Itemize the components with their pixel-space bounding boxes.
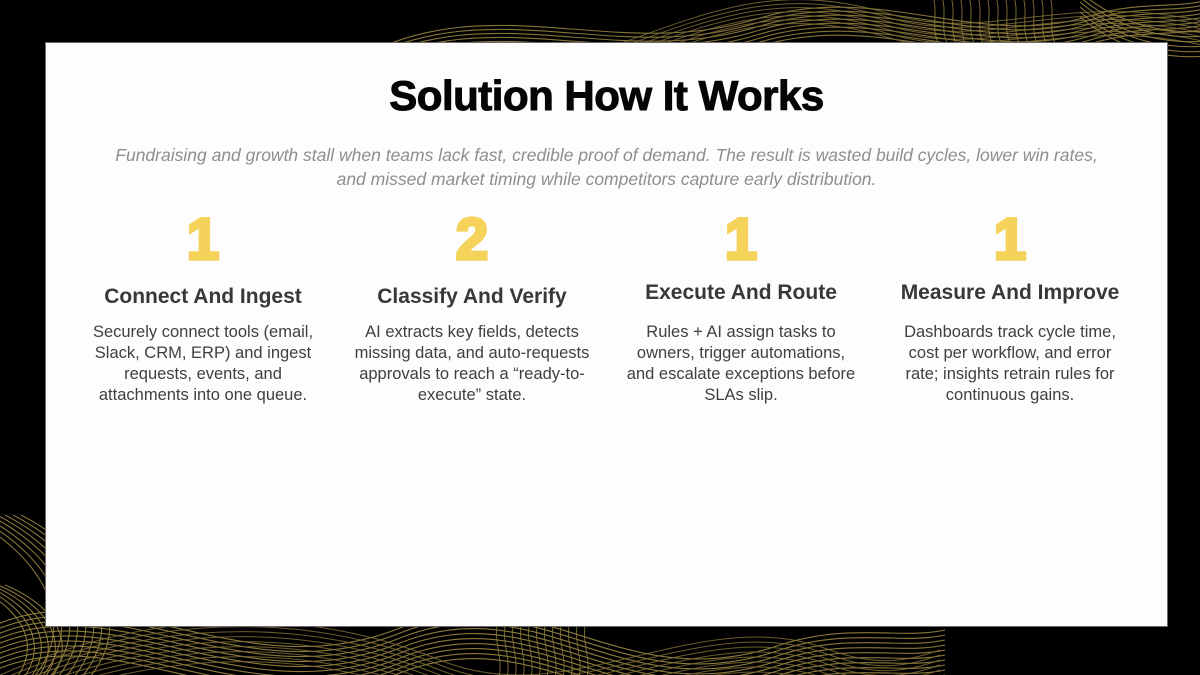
- step-title: Measure And Improve: [900, 281, 1120, 304]
- step-column-4: 1 Measure And Improve Dashboards track c…: [876, 207, 1145, 406]
- step-description: Rules + AI assign tasks to owners, trigg…: [626, 323, 856, 404]
- slide-title: Solution How It Works: [389, 72, 825, 119]
- step-title: Connect And Ingest: [104, 285, 302, 308]
- slide-card: Solution How It Works Fundraising and gr…: [45, 42, 1168, 627]
- step-number: 1: [185, 207, 221, 272]
- step-column-3: 1 Execute And Route Rules + AI assign ta…: [607, 207, 876, 406]
- steps-row: 1 Connect And Ingest Securely connect to…: [69, 207, 1145, 406]
- step-number: 2: [454, 207, 490, 272]
- step-description: Dashboards track cycle time, cost per wo…: [904, 323, 1116, 404]
- step-description: AI extracts key fields, detects missing …: [354, 323, 590, 404]
- bottom-center-hatch: [495, 619, 589, 675]
- slide-subtitle: Fundraising and growth stall when teams …: [115, 145, 1098, 189]
- step-description: Securely connect tools (email, Slack, CR…: [92, 323, 314, 404]
- step-number: 1: [723, 207, 759, 272]
- step-title: Classify And Verify: [377, 285, 567, 308]
- step-number: 1: [992, 207, 1028, 272]
- step-title: Execute And Route: [645, 281, 837, 304]
- step-column-2: 2 Classify And Verify AI extracts key fi…: [338, 207, 607, 406]
- step-column-1: 1 Connect And Ingest Securely connect to…: [69, 207, 338, 406]
